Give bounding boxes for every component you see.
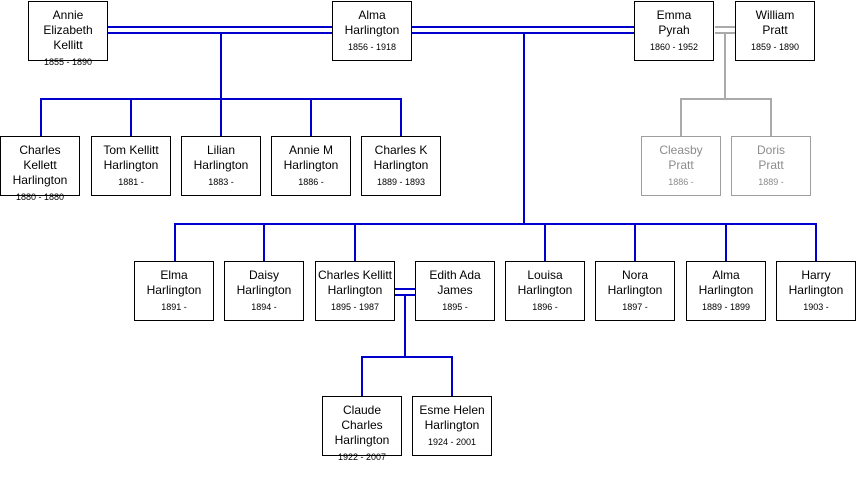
person-dates: 1886 - [298,177,324,187]
person-dates: 1922 - 2007 [337,452,387,462]
person-name: Cleasby Pratt [659,143,703,172]
person-name: Tom Kellitt Harlington [103,143,159,172]
person-name: Alma Harlington [698,268,754,297]
person-dates: 1897 - [622,302,648,312]
person-dates: 1860 - 1952 [649,42,699,52]
person-name: Charles Kellett Harlington [12,143,68,187]
person-card-charles-k-harlington[interactable]: Charles K Harlington 1889 - 1893 [361,136,441,196]
person-card-charles-kellett-harlington[interactable]: Charles Kellett Harlington 1880 - 1880 [0,136,80,202]
person-card-lilian-harlington[interactable]: Lilian Harlington 1883 - [181,136,261,196]
person-name: Lilian Harlington [193,143,249,172]
person-name: Emma Pyrah [656,8,692,37]
person-card-edith-ada-james[interactable]: Edith Ada James 1895 - [415,261,495,321]
person-dates: 1895 - 1987 [330,302,380,312]
person-name: Harry Harlington [788,268,844,297]
person-dates: 1903 - [803,302,829,312]
person-dates: 1891 - [161,302,187,312]
person-card-doris-pratt[interactable]: Doris Pratt 1889 - [731,136,811,196]
person-dates: 1895 - [442,302,468,312]
person-dates: 1859 - 1890 [750,42,800,52]
person-name: Esme Helen Harlington [419,403,485,432]
person-dates: 1889 - 1893 [376,177,426,187]
person-dates: 1896 - [532,302,558,312]
person-card-louisa-harlington[interactable]: Louisa Harlington 1896 - [505,261,585,321]
person-name: Doris Pratt [756,143,785,172]
person-card-harry-harlington[interactable]: Harry Harlington 1903 - [776,261,856,321]
person-card-cleasby-pratt[interactable]: Cleasby Pratt 1886 - [641,136,721,196]
person-name: Elma Harlington [146,268,202,297]
person-card-annie-elizabeth-kellitt[interactable]: Annie Elizabeth Kellitt 1855 - 1890 [28,1,108,67]
marriage-line-alma-emma [411,26,635,34]
person-name: Daisy Harlington [236,268,292,297]
person-card-charles-kellitt-harlington[interactable]: Charles Kellitt Harlington 1895 - 1987 [315,261,395,321]
person-dates: 1883 - [208,177,234,187]
person-card-william-pratt[interactable]: William Pratt 1859 - 1890 [735,1,815,61]
person-dates: 1856 - 1918 [347,42,397,52]
person-name: Annie Elizabeth Kellitt [43,8,93,52]
person-name: William Pratt [755,8,795,37]
person-name: Annie M Harlington [283,143,339,172]
person-card-nora-harlington[interactable]: Nora Harlington 1897 - [595,261,675,321]
children-connector-third-family [361,296,453,397]
marriage-line-annie-alma [108,26,333,34]
person-card-alma-harlington-1889[interactable]: Alma Harlington 1889 - 1899 [686,261,766,321]
person-name: Charles K Harlington [373,143,429,172]
person-dates: 1889 - [758,177,784,187]
person-card-emma-pyrah[interactable]: Emma Pyrah 1860 - 1952 [634,1,714,61]
person-card-esme-helen-harlington[interactable]: Esme Helen Harlington 1924 - 2001 [412,396,492,456]
person-name: Alma Harlington [344,8,400,37]
person-dates: 1889 - 1899 [701,302,751,312]
person-name: Charles Kellitt Harlington [317,268,393,297]
marriage-line-charles-edith [395,288,415,296]
person-card-tom-kellitt-harlington[interactable]: Tom Kellitt Harlington 1881 - [91,136,171,196]
person-card-alma-harlington-1856[interactable]: Alma Harlington 1856 - 1918 [332,1,412,61]
person-dates: 1894 - [251,302,277,312]
person-dates: 1855 - 1890 [43,57,93,67]
person-card-elma-harlington[interactable]: Elma Harlington 1891 - [134,261,214,321]
person-name: Claude Charles Harlington [334,403,390,447]
person-name: Nora Harlington [607,268,663,297]
person-dates: 1880 - 1880 [15,192,65,202]
person-dates: 1886 - [668,177,694,187]
person-name: Edith Ada James [429,268,481,297]
person-card-annie-m-harlington[interactable]: Annie M Harlington 1886 - [271,136,351,196]
children-connector-second-family [174,34,817,262]
marriage-line-emma-william [715,26,736,34]
children-connector-pratt-family [680,34,772,137]
children-connector-first-family [40,34,402,137]
person-card-daisy-harlington[interactable]: Daisy Harlington 1894 - [224,261,304,321]
person-dates: 1881 - [118,177,144,187]
person-name: Louisa Harlington [517,268,573,297]
person-dates: 1924 - 2001 [427,437,477,447]
person-card-claude-charles-harlington[interactable]: Claude Charles Harlington 1922 - 2007 [322,396,402,462]
